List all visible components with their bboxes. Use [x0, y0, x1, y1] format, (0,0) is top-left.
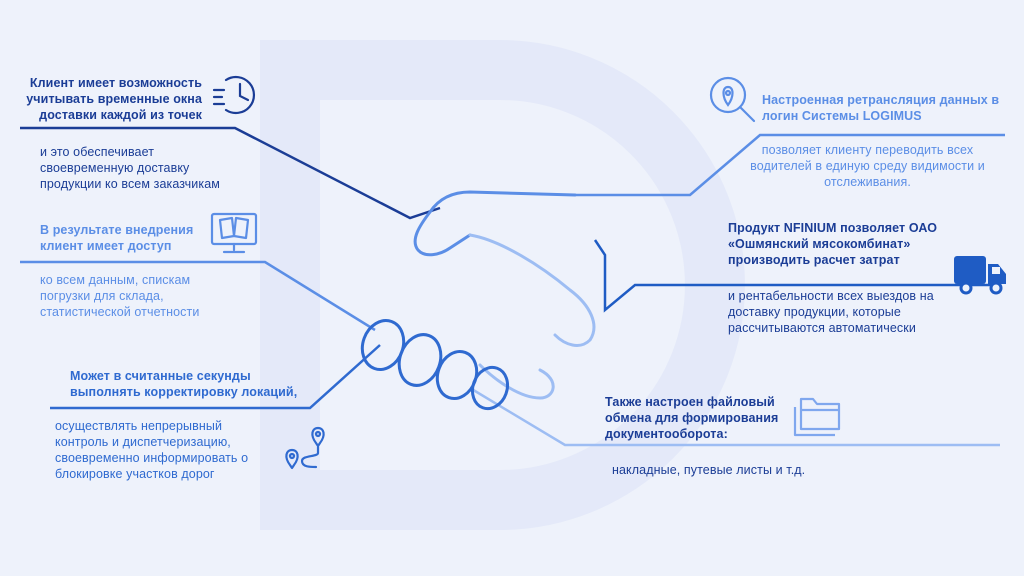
connector-line-2	[20, 260, 376, 332]
open-book-monitor-icon	[210, 212, 258, 254]
block3-body: осуществлять непрерывный контроль и дисп…	[55, 419, 249, 481]
block1-body: и это обеспечивает своевременную доставк…	[40, 145, 220, 191]
connector-line-3	[50, 344, 381, 410]
right-hand	[413, 190, 577, 257]
block6-body: накладные, путевые листы и т.д.	[612, 463, 806, 477]
route-pins-icon	[285, 426, 325, 470]
left-hand-fingers	[360, 319, 510, 411]
connector-line-1	[20, 126, 441, 220]
block4-heading: Настроенная ретрансляция данных в логин …	[762, 93, 1000, 123]
connector-line-5	[593, 239, 1000, 313]
block6-heading: Также настроен файловый обмена для форми…	[605, 395, 779, 441]
connector-line-4	[575, 133, 1005, 197]
clock-list-icon	[212, 75, 256, 115]
block4-body: позволяет клиенту переводить всех водите…	[750, 143, 985, 189]
connector-line-6	[469, 386, 1000, 447]
block5-heading: Продукт NFINIUM позволяет ОАО «Ошмянский…	[728, 221, 938, 267]
delivery-truck-icon	[954, 256, 1006, 295]
block2-body: ко всем данным, спискам погрузки для скл…	[40, 273, 200, 319]
block1-heading: Клиент имеет возможность учитывать време…	[26, 76, 202, 122]
folders-icon	[793, 397, 841, 437]
block5-body: и рентабельности всех выездов на доставк…	[728, 289, 934, 335]
block3-heading: Может в считанные секунды выполнять корр…	[70, 369, 298, 399]
location-search-icon	[709, 76, 756, 123]
right-hand-inner	[468, 233, 596, 400]
block2-heading: В результате внедрения клиент имеет дост…	[40, 223, 194, 253]
watermark-logo	[260, 40, 745, 530]
